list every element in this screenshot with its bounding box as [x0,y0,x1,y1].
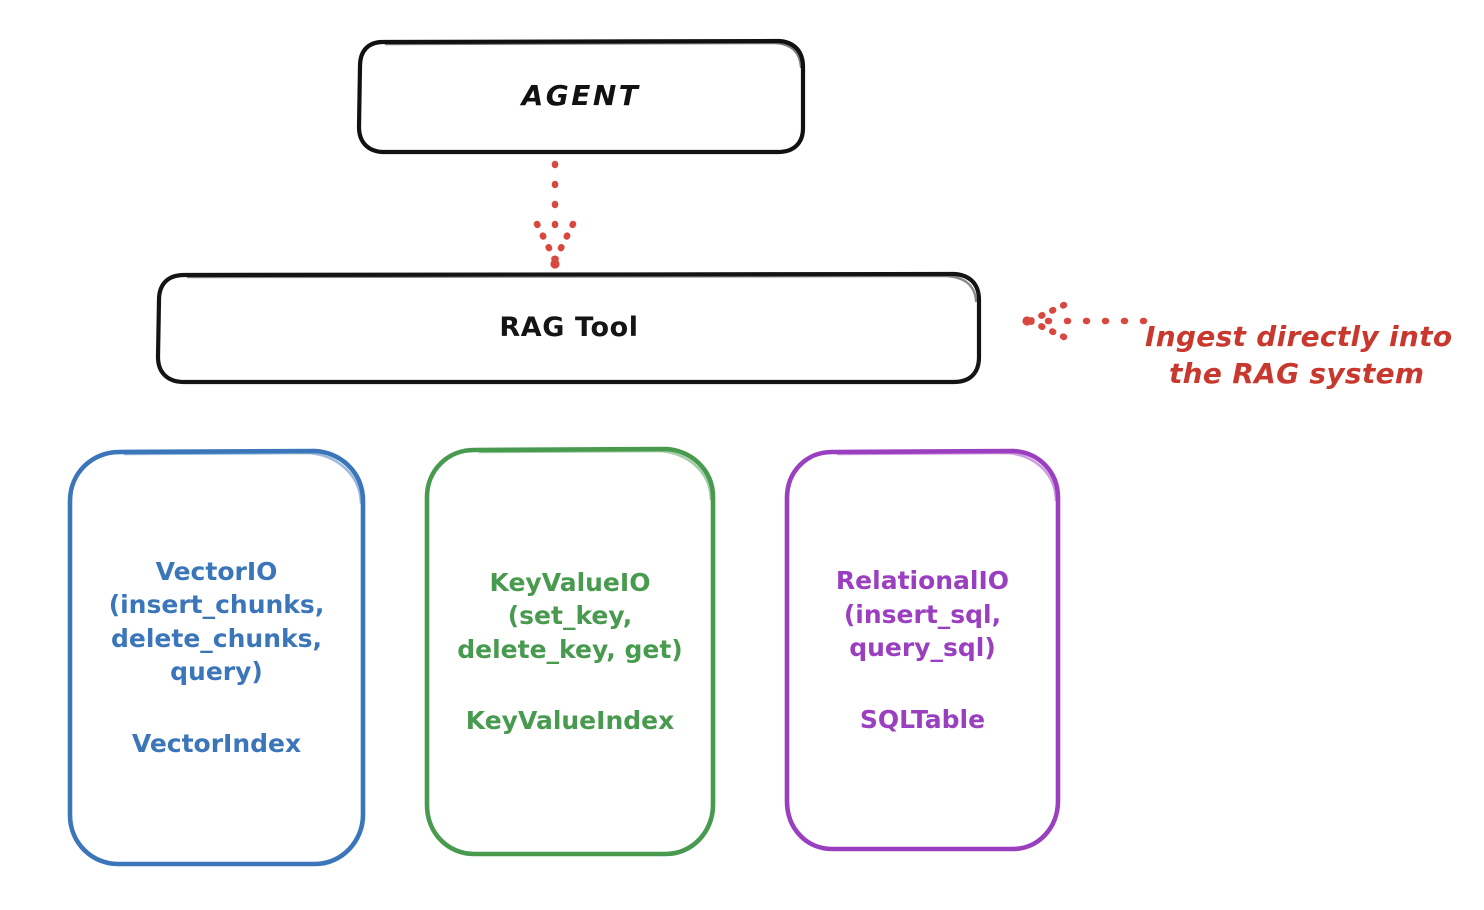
key-value-io-index-label: KeyValueIndex [465,706,675,735]
node-key-value-io[interactable]: KeyValueIO (set_key, delete_key, get) Ke… [424,446,716,857]
ingest-annotation: Ingest directly into the RAG system [1145,280,1475,430]
ingest-to-rag-tool-arrow [1022,301,1148,341]
agent-label: AGENT [521,79,641,113]
key-value-io-content: KeyValueIO (set_key, delete_key, get) Ke… [424,566,716,738]
relational-io-content: RelationalIO (insert_sql, query_sql) SQL… [784,564,1061,736]
vector-io-api-label: VectorIO (insert_chunks, delete_chunks, … [108,556,325,687]
vector-io-content: VectorIO (insert_chunks, delete_chunks, … [67,555,366,761]
relational-io-index-label: SQLTable [859,704,986,734]
node-rag-tool[interactable]: RAG Tool [155,271,982,385]
ingest-annotation-line-2: the RAG system [1169,357,1425,391]
key-value-io-api-label: KeyValueIO (set_key, delete_key, get) [457,567,683,664]
node-vector-io[interactable]: VectorIO (insert_chunks, delete_chunks, … [67,448,366,867]
node-relational-io[interactable]: RelationalIO (insert_sql, query_sql) SQL… [784,448,1061,852]
ingest-annotation-line-1: Ingest directly into [1145,319,1453,353]
node-agent[interactable]: AGENT [356,38,806,155]
vector-io-index-label: VectorIndex [131,728,302,758]
agent-to-rag-tool-arrow [533,160,577,269]
relational-io-api-label: RelationalIO (insert_sql, query_sql) [835,566,1010,662]
rag-tool-label: RAG Tool [499,311,639,343]
